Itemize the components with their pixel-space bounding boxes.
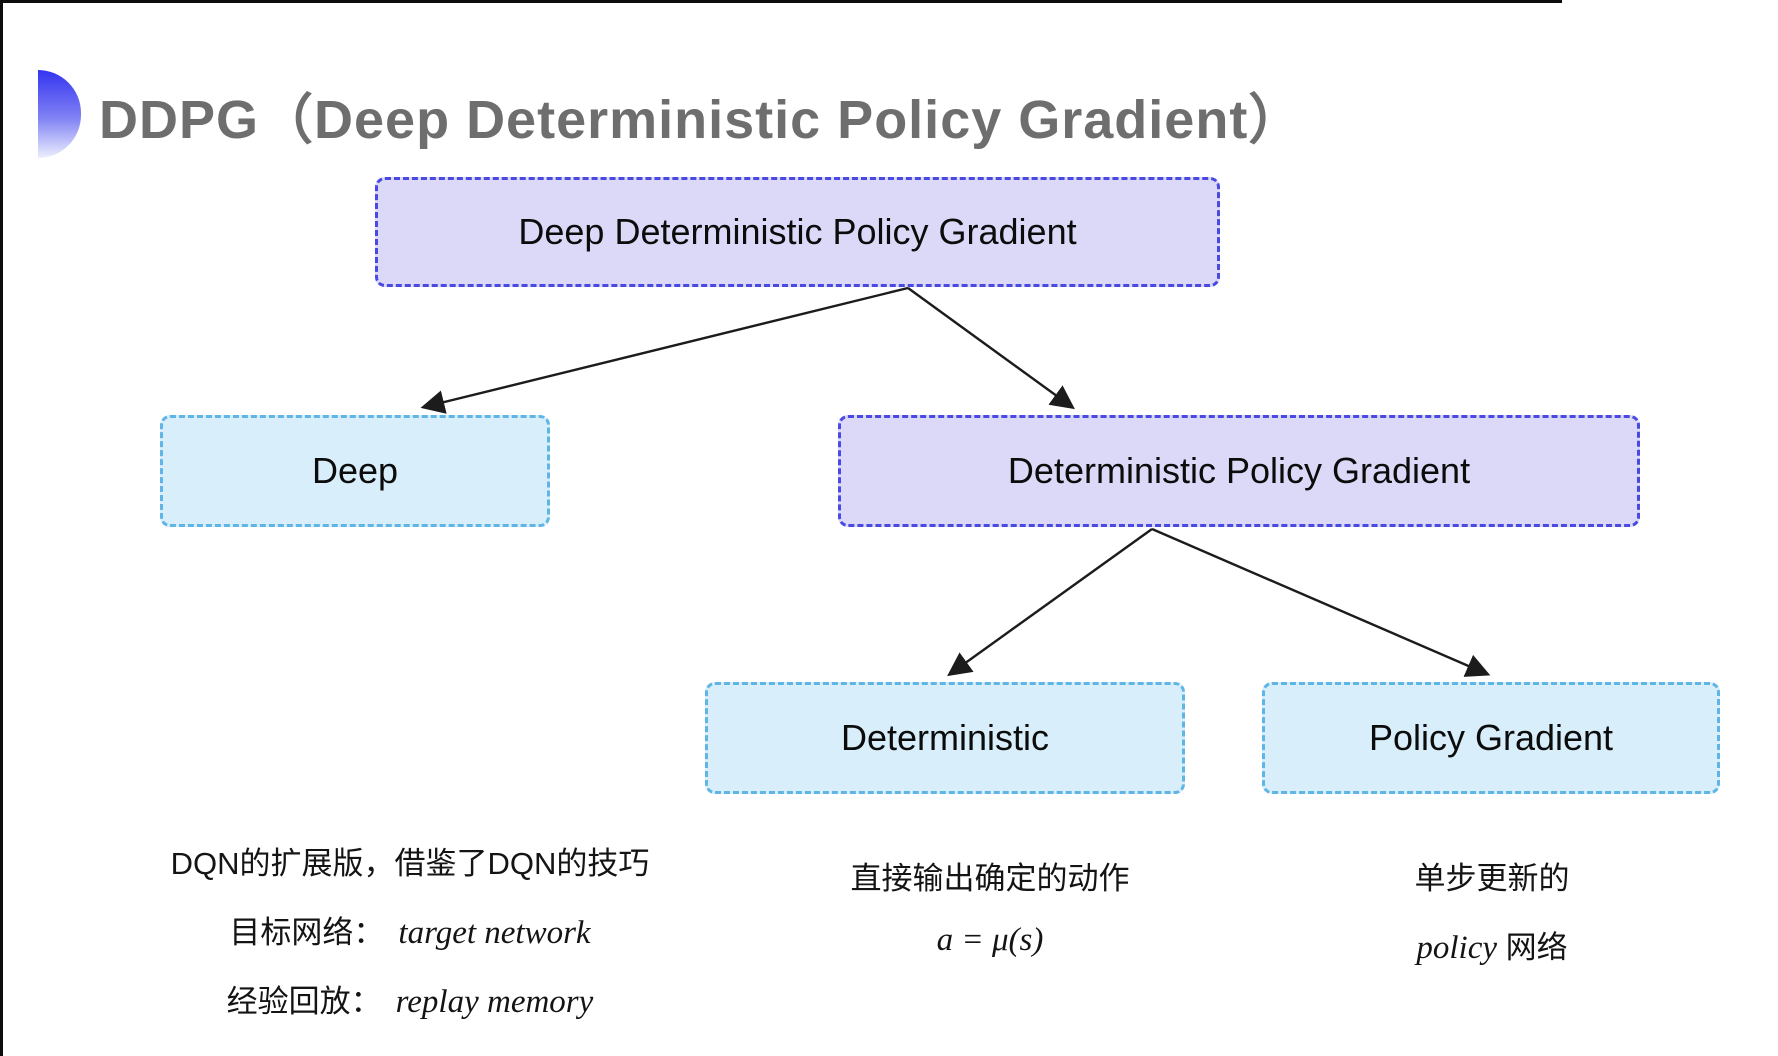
header: DDPG（Deep Deterministic Policy Gradient） (38, 70, 1303, 158)
policy-gradient-annotation-line2: policy 网络 (1292, 922, 1692, 967)
deep-note-text: DQN的扩展版，借鉴了DQN的技巧 (170, 846, 650, 881)
node-dpg-label: Deterministic Policy Gradient (1007, 450, 1471, 491)
replay-memory-label: 经验回放： (226, 984, 382, 1019)
target-network-term: target network (398, 915, 591, 951)
deep-annotation-line2: 目标网络： target network (110, 907, 710, 952)
frame-top-line (0, 0, 1562, 3)
node-policy-gradient-label: Policy Gradient (1368, 717, 1614, 758)
policy-gradient-annotation-line1: 单步更新的 (1292, 853, 1692, 898)
node-deterministic: Deterministic (705, 682, 1185, 794)
node-deep: Deep (160, 415, 550, 527)
node-deep-label: Deep (311, 450, 399, 491)
edge-root-deep (420, 286, 909, 414)
target-network-label: 目标网络： (229, 915, 385, 950)
deep-annotation-line1: DQN的扩展版，借鉴了DQN的技巧 (110, 838, 710, 883)
policy-gradient-note-text: 单步更新的 (1414, 861, 1570, 896)
node-root: Deep Deterministic Policy Gradient (375, 177, 1220, 287)
frame-left-line (0, 0, 3, 1056)
half-circle-icon (38, 70, 81, 158)
policy-term: policy (1416, 930, 1497, 966)
policy-gradient-annotation: 单步更新的 policy 网络 (1292, 853, 1692, 967)
node-deterministic-label: Deterministic (840, 717, 1050, 758)
replay-memory-term: replay memory (395, 984, 594, 1020)
deep-annotation: DQN的扩展版，借鉴了DQN的技巧 目标网络： target network 经验… (110, 838, 710, 1021)
edge-dpg-deterministic (947, 528, 1153, 677)
node-policy-gradient: Policy Gradient (1262, 682, 1720, 794)
edge-dpg-policy-gradient (1151, 527, 1491, 677)
edge-root-dpg (907, 287, 1075, 410)
deterministic-annotation-line1: 直接输出确定的动作 (790, 853, 1190, 898)
node-deterministic-policy-gradient: Deterministic Policy Gradient (838, 415, 1640, 527)
node-root-label: Deep Deterministic Policy Gradient (518, 211, 1077, 252)
action-formula: a = μ(s) (936, 922, 1044, 958)
deep-annotation-line3: 经验回放： replay memory (110, 976, 710, 1021)
deterministic-note-text: 直接输出确定的动作 (850, 861, 1130, 896)
deterministic-annotation: 直接输出确定的动作 a = μ(s) (790, 853, 1190, 959)
network-suffix: 网络 (1505, 930, 1568, 965)
page-title: DDPG（Deep Deterministic Policy Gradient） (99, 89, 1304, 150)
deterministic-annotation-formula: a = μ(s) (790, 922, 1190, 959)
